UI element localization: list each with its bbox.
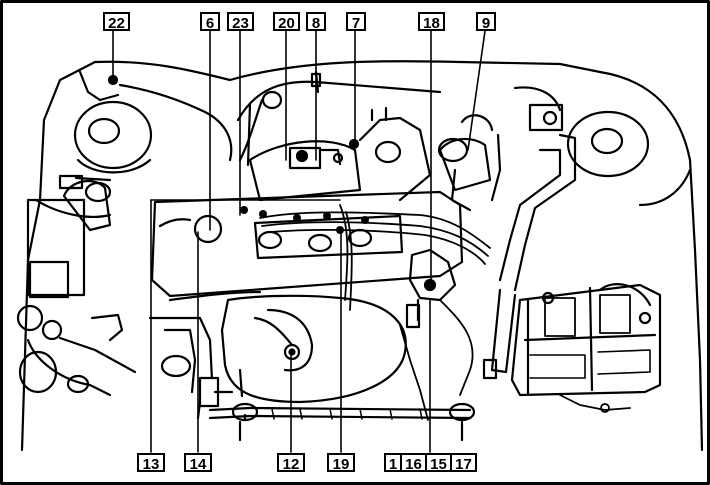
callout-7: 7 — [346, 12, 366, 32]
exhaust-components — [148, 316, 244, 420]
callout-16: 16 — [400, 453, 427, 473]
callout-15: 15 — [425, 453, 452, 473]
callout-17: 17 — [450, 453, 477, 473]
coolant-reservoir — [220, 294, 407, 404]
lower-right-lines — [399, 299, 631, 421]
battery — [510, 283, 662, 397]
body-outline — [20, 60, 704, 452]
callout-23: 23 — [227, 12, 254, 32]
distributor — [405, 248, 457, 329]
spark-plug-wires — [259, 204, 491, 311]
callout-13: 13 — [137, 453, 165, 473]
callout-22: 22 — [103, 12, 130, 32]
right-strut-tower — [566, 110, 650, 178]
callout-12: 12 — [277, 453, 305, 473]
hood-release-cable — [78, 70, 233, 162]
callout-14: 14 — [184, 453, 212, 473]
callout-19: 19 — [327, 453, 355, 473]
left-lower-components — [16, 304, 192, 397]
leader-lines — [112, 30, 486, 453]
radiator-support — [208, 402, 476, 442]
ignition-components — [437, 86, 564, 212]
left-components — [26, 174, 112, 299]
callout-6: 6 — [200, 12, 220, 32]
radiator-hose — [482, 133, 577, 380]
fasteners — [240, 206, 369, 234]
callout-1: 1 — [384, 453, 402, 473]
callout-8: 8 — [306, 12, 326, 32]
left-strut-tower — [73, 100, 153, 174]
intake-plenum — [248, 106, 432, 202]
callout-20: 20 — [273, 12, 300, 32]
callout-18: 18 — [418, 12, 445, 32]
callout-9: 9 — [476, 12, 496, 32]
